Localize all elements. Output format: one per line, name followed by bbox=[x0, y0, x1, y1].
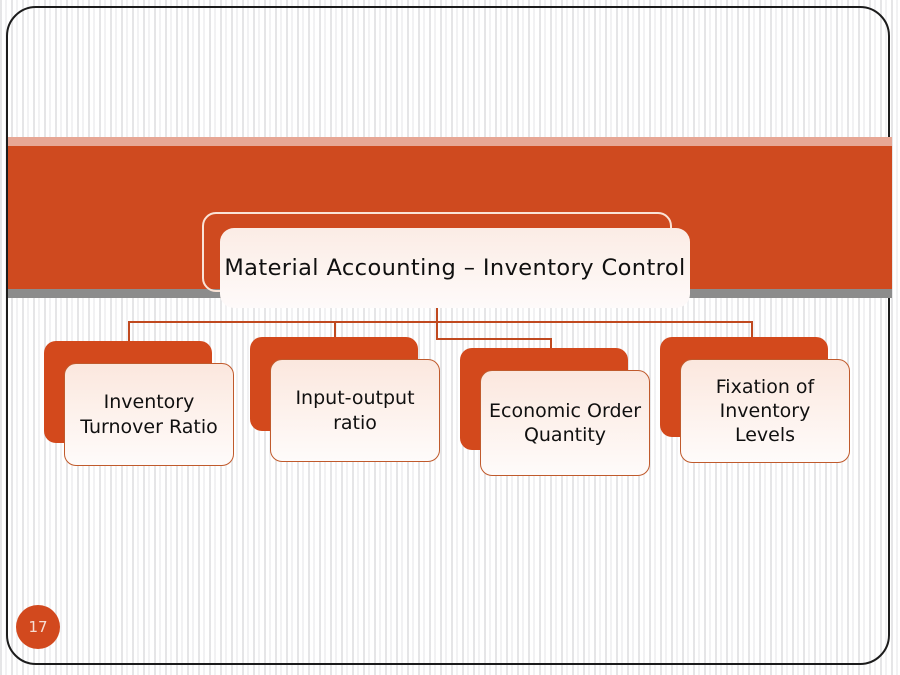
connector-drop-node-1 bbox=[128, 321, 130, 343]
node-front-panel[interactable]: Inventory Turnover Ratio bbox=[64, 363, 234, 466]
node-input-output-ratio[interactable]: Input-output ratio bbox=[250, 337, 440, 462]
connector-drop-node-3-upper bbox=[436, 321, 438, 340]
node-label: Fixation of Inventory Levels bbox=[715, 375, 815, 447]
node-label: Input-output ratio bbox=[295, 387, 415, 434]
connector-horizontal-bus bbox=[128, 321, 753, 323]
connector-drop-node-4 bbox=[751, 321, 753, 343]
node-label: Economic Order Quantity bbox=[489, 399, 642, 446]
node-front-panel[interactable]: Input-output ratio bbox=[270, 359, 440, 462]
node-front-panel[interactable]: Economic Order Quantity bbox=[480, 370, 650, 476]
node-economic-order-quantity[interactable]: Economic Order Quantity bbox=[460, 348, 650, 476]
page-number-badge: 17 bbox=[16, 605, 60, 649]
node-fixation-of-inventory-levels[interactable]: Fixation of Inventory Levels bbox=[660, 337, 850, 463]
node-front-panel[interactable]: Fixation of Inventory Levels bbox=[680, 359, 850, 463]
connector-jog-node-3 bbox=[436, 338, 552, 340]
node-inventory-turnover-ratio[interactable]: Inventory Turnover Ratio bbox=[44, 341, 234, 466]
node-label: Inventory Turnover Ratio bbox=[80, 391, 218, 438]
connector-stem-vertical bbox=[436, 308, 438, 322]
page-number: 17 bbox=[28, 618, 48, 636]
title-box[interactable]: Material Accounting – Inventory Control bbox=[220, 228, 690, 308]
connector-drop-node-2 bbox=[334, 321, 336, 343]
page-title: Material Accounting – Inventory Control bbox=[224, 255, 686, 281]
banner-top-accent-strip bbox=[8, 137, 892, 146]
